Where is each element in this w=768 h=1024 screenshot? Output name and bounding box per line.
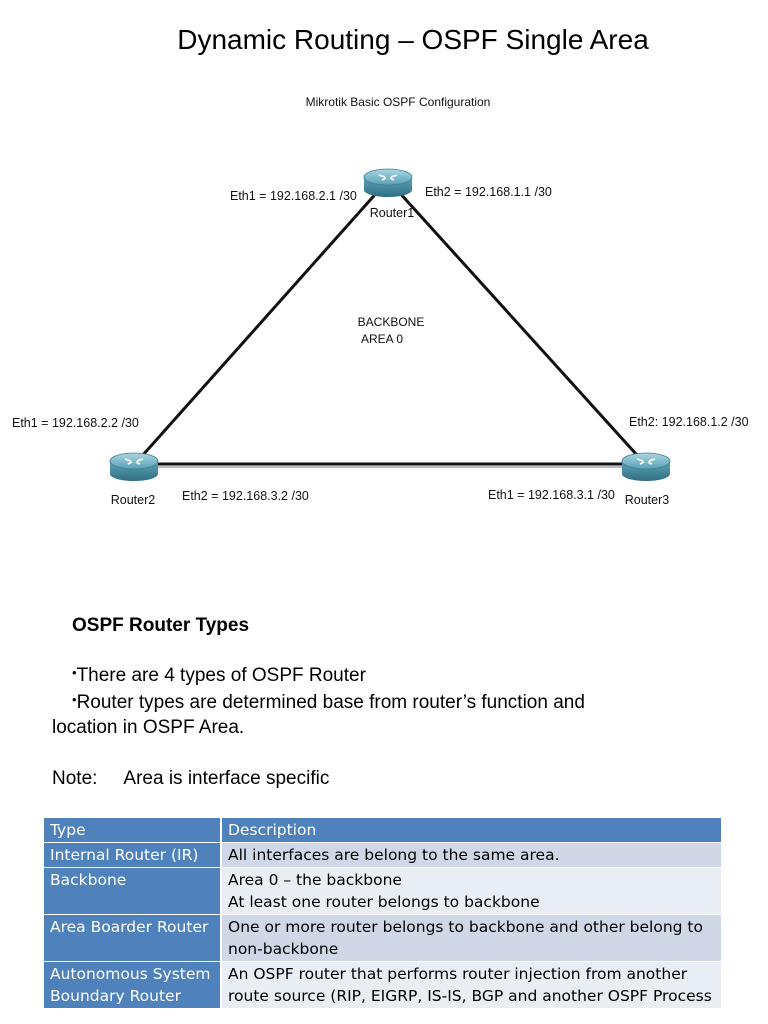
table-cell-description: One or more router belongs to backbone a…	[221, 914, 723, 962]
r3-eth2-label: Eth2: 192.168.1.2 /30	[629, 415, 749, 429]
bullet-marker: •	[72, 692, 77, 707]
r1-eth1-label: Eth1 = 192.168.2.1 /30	[230, 189, 357, 203]
router1-icon	[363, 168, 413, 197]
bullet-item: •Router types are determined base from r…	[72, 692, 585, 714]
r2-eth2-label: Eth2 = 192.168.3.2 /30	[182, 489, 309, 503]
table-header-row: Type Description	[44, 818, 723, 843]
table-header-type: Type	[44, 818, 222, 843]
table-cell-type: Backbone	[44, 867, 222, 915]
table-cell-description: An OSPF router that performs router inje…	[221, 961, 723, 1009]
ospf-topology-diagram: Mikrotik Basic OSPF Configuration Router…	[12, 95, 749, 507]
table-row: Internal Router (IR) All interfaces are …	[44, 842, 723, 868]
table-cell-type: Internal Router (IR)	[44, 842, 222, 868]
area-label-line1: BACKBONE	[358, 315, 425, 329]
bullet-text: There are 4 types of OSPF Router	[76, 665, 366, 686]
router2-icon	[109, 452, 159, 481]
r2-eth1-label: Eth1 = 192.168.2.2 /30	[12, 416, 139, 430]
table-header-description: Description	[221, 818, 723, 843]
section-heading: OSPF Router Types	[72, 615, 250, 636]
router3-label: Router3	[625, 493, 670, 507]
table-row: Area Boarder Router One or more router b…	[44, 914, 723, 962]
table-cell-description: All interfaces are belong to the same ar…	[221, 842, 723, 868]
note: Note: Area is interface specific	[52, 768, 329, 790]
r3-eth1-label: Eth1 = 192.168.3.1 /30	[488, 488, 615, 502]
bullet-marker: •	[72, 665, 77, 680]
router3-icon	[621, 452, 671, 481]
note-text: Area is interface specific	[123, 768, 330, 789]
router2-label: Router2	[111, 493, 156, 507]
router1-label: Router1	[370, 206, 415, 220]
link-router1-router3	[386, 178, 648, 467]
diagram-caption: Mikrotik Basic OSPF Configuration	[306, 95, 491, 109]
bullet-text-continuation: location in OSPF Area.	[52, 717, 245, 738]
r1-eth2-label: Eth2 = 192.168.1.1 /30	[425, 185, 552, 199]
area-label-line2: AREA 0	[361, 332, 403, 346]
note-label: Note:	[52, 768, 98, 789]
bullet-text: Router types are determined base from ro…	[76, 692, 585, 713]
bullet-item: •There are 4 types of OSPF Router	[72, 665, 366, 687]
router-types-table: Type Description Internal Router (IR) Al…	[44, 818, 723, 1009]
link-router1-router2	[132, 179, 390, 466]
page-title: Dynamic Routing – OSPF Single Area	[177, 24, 649, 55]
table-cell-type: Area Boarder Router	[44, 914, 222, 962]
